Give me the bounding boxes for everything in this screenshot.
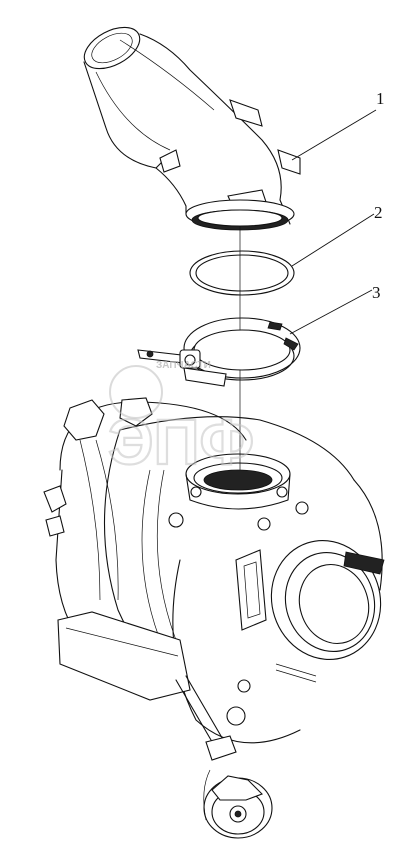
- turbocharger: [43, 397, 385, 839]
- v-band-clamp: [137, 317, 301, 387]
- callout-3: 3: [289, 283, 381, 335]
- o-ring: [189, 250, 295, 296]
- watermark-small-text: ЗАПЧАСТИ: [156, 360, 211, 371]
- elbow-pipe: [83, 26, 301, 231]
- callout-label-2: 2: [374, 203, 383, 222]
- callout-1: 1: [291, 89, 385, 161]
- callout-2: 2: [291, 203, 383, 267]
- watermark-big-letters: ЭПФ: [108, 406, 254, 478]
- watermark: ЗАПЧАСТИ ЭПФ: [107, 360, 255, 479]
- callout-label-3: 3: [372, 283, 381, 302]
- callout-label-1: 1: [376, 89, 385, 108]
